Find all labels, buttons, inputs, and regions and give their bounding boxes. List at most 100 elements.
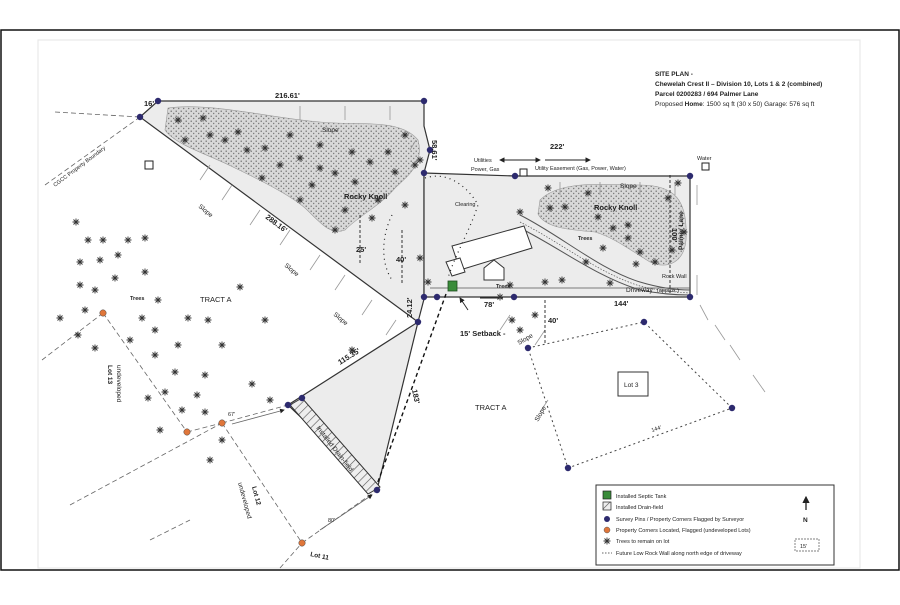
dim-222: 222' <box>550 142 565 151</box>
tree-icon <box>544 184 552 192</box>
utility-easement-label: Utility Easement (Gas, Power, Water) <box>535 166 626 172</box>
legend-item-survey: Survey Pins / Property Corners Flagged b… <box>616 517 744 523</box>
tree-icon <box>599 244 607 252</box>
undeveloped-lot-pin <box>218 419 226 427</box>
dim-24-12: 24.12' <box>405 297 414 318</box>
dim-100: 100' <box>670 228 679 243</box>
driveway-curve-lower <box>519 227 691 296</box>
lot-13-label: Lot 13 <box>106 365 113 385</box>
tree-icon <box>138 314 146 322</box>
legend: Installed Septic Tank Installed Drain-fi… <box>595 484 835 566</box>
setback-label: 15' Setback - <box>460 329 506 338</box>
tree-icon <box>201 408 209 416</box>
tree-icon <box>81 306 89 314</box>
tree-icon <box>206 456 214 464</box>
rock-wall-line <box>519 221 691 294</box>
rocky-knoll-label-2: Rocky Knoll <box>594 203 637 212</box>
tree-icon <box>296 154 304 162</box>
survey-pin <box>564 464 572 472</box>
tree-icon <box>261 316 269 324</box>
tree-icon <box>76 281 84 289</box>
survey-pin <box>686 293 694 301</box>
clearing-path <box>424 175 479 279</box>
pins-layer <box>99 97 736 547</box>
tree-icon <box>199 114 207 122</box>
tree-icon <box>351 178 359 186</box>
tree-icon <box>174 116 182 124</box>
tract-a-label-2: TRACT A <box>475 403 507 412</box>
survey-pin <box>686 172 694 180</box>
survey-pin <box>524 344 532 352</box>
tree-icon <box>91 344 99 352</box>
tree-icon <box>582 258 590 266</box>
dim-40-lot3: 40' <box>548 316 558 325</box>
survey-pin <box>426 146 434 154</box>
slope-label-lot2: Slope <box>620 183 637 190</box>
dim-67-line <box>231 408 285 425</box>
tree-icon <box>76 258 84 266</box>
tree-icon <box>561 203 569 211</box>
tree-icon <box>96 256 104 264</box>
tree-icon <box>316 141 324 149</box>
lot-11-label: Lot 11 <box>310 551 330 562</box>
trees-label-lot2: Trees <box>578 236 592 242</box>
undeveloped-lot-lines <box>41 111 378 569</box>
survey-pin <box>298 394 306 402</box>
survey-pin <box>414 318 422 326</box>
dim-80-line <box>319 494 373 531</box>
tree-icon <box>248 380 256 388</box>
water-box <box>701 162 710 171</box>
trees-label-house: Trees <box>496 284 510 290</box>
tree-icon <box>341 206 349 214</box>
tree-icon <box>496 293 504 301</box>
survey-pin <box>373 486 381 494</box>
tree-icon <box>243 146 251 154</box>
trees-label-tract: Trees <box>130 296 144 302</box>
tree-icon <box>193 391 201 399</box>
tree-icon <box>276 161 284 169</box>
utilities-label-2: Power, Gas <box>471 167 500 173</box>
tree-icon <box>184 314 192 322</box>
rock-wall-label: Rock Wall <box>662 274 687 280</box>
tree-icon <box>331 226 339 234</box>
tree-icon <box>99 236 107 244</box>
dim-183: 183' <box>410 389 422 405</box>
legend-item-located: Property Corners Located, Flagged (undev… <box>616 528 751 534</box>
tree-icon <box>531 311 539 319</box>
tree-icon <box>516 208 524 216</box>
tree-icon <box>206 131 214 139</box>
tree-icon <box>424 278 432 286</box>
tree-icon <box>221 136 229 144</box>
tree-icon <box>632 260 640 268</box>
title-line-2: Chewelah Crest II – Division 10, Lots 1 … <box>655 81 822 88</box>
undeveloped-lot-pin <box>99 309 107 317</box>
driveway-note: (approx.) <box>657 288 679 294</box>
tree-icon <box>72 218 80 226</box>
utilities-label-1: Utilities <box>474 158 492 164</box>
installed-drain-field <box>289 397 381 495</box>
tree-icon <box>154 296 162 304</box>
tree-icon <box>91 286 99 294</box>
survey-pin <box>154 97 162 105</box>
tree-icon <box>151 326 159 334</box>
title-line-1: SITE PLAN - <box>655 71 693 78</box>
tree-icon <box>594 213 602 221</box>
tree-icon <box>141 268 149 276</box>
tree-icon <box>606 279 614 287</box>
tree-icon <box>541 278 549 286</box>
clearing-label: Clearing <box>455 202 475 208</box>
survey-pin <box>728 404 736 412</box>
tree-icon <box>124 236 132 244</box>
tree-icon <box>384 148 392 156</box>
survey-pin <box>284 401 292 409</box>
tree-icon <box>181 136 189 144</box>
tree-icon <box>316 164 324 172</box>
water-label: Water <box>697 156 712 162</box>
lot-12-label: Lot 12 <box>250 486 262 507</box>
tree-icon <box>411 161 419 169</box>
tree-icon <box>156 426 164 434</box>
undeveloped-lot-pin <box>183 428 191 436</box>
legend-item-drain: Installed Drain-field <box>616 505 663 511</box>
dim-lot3-side: 144' <box>651 425 663 434</box>
